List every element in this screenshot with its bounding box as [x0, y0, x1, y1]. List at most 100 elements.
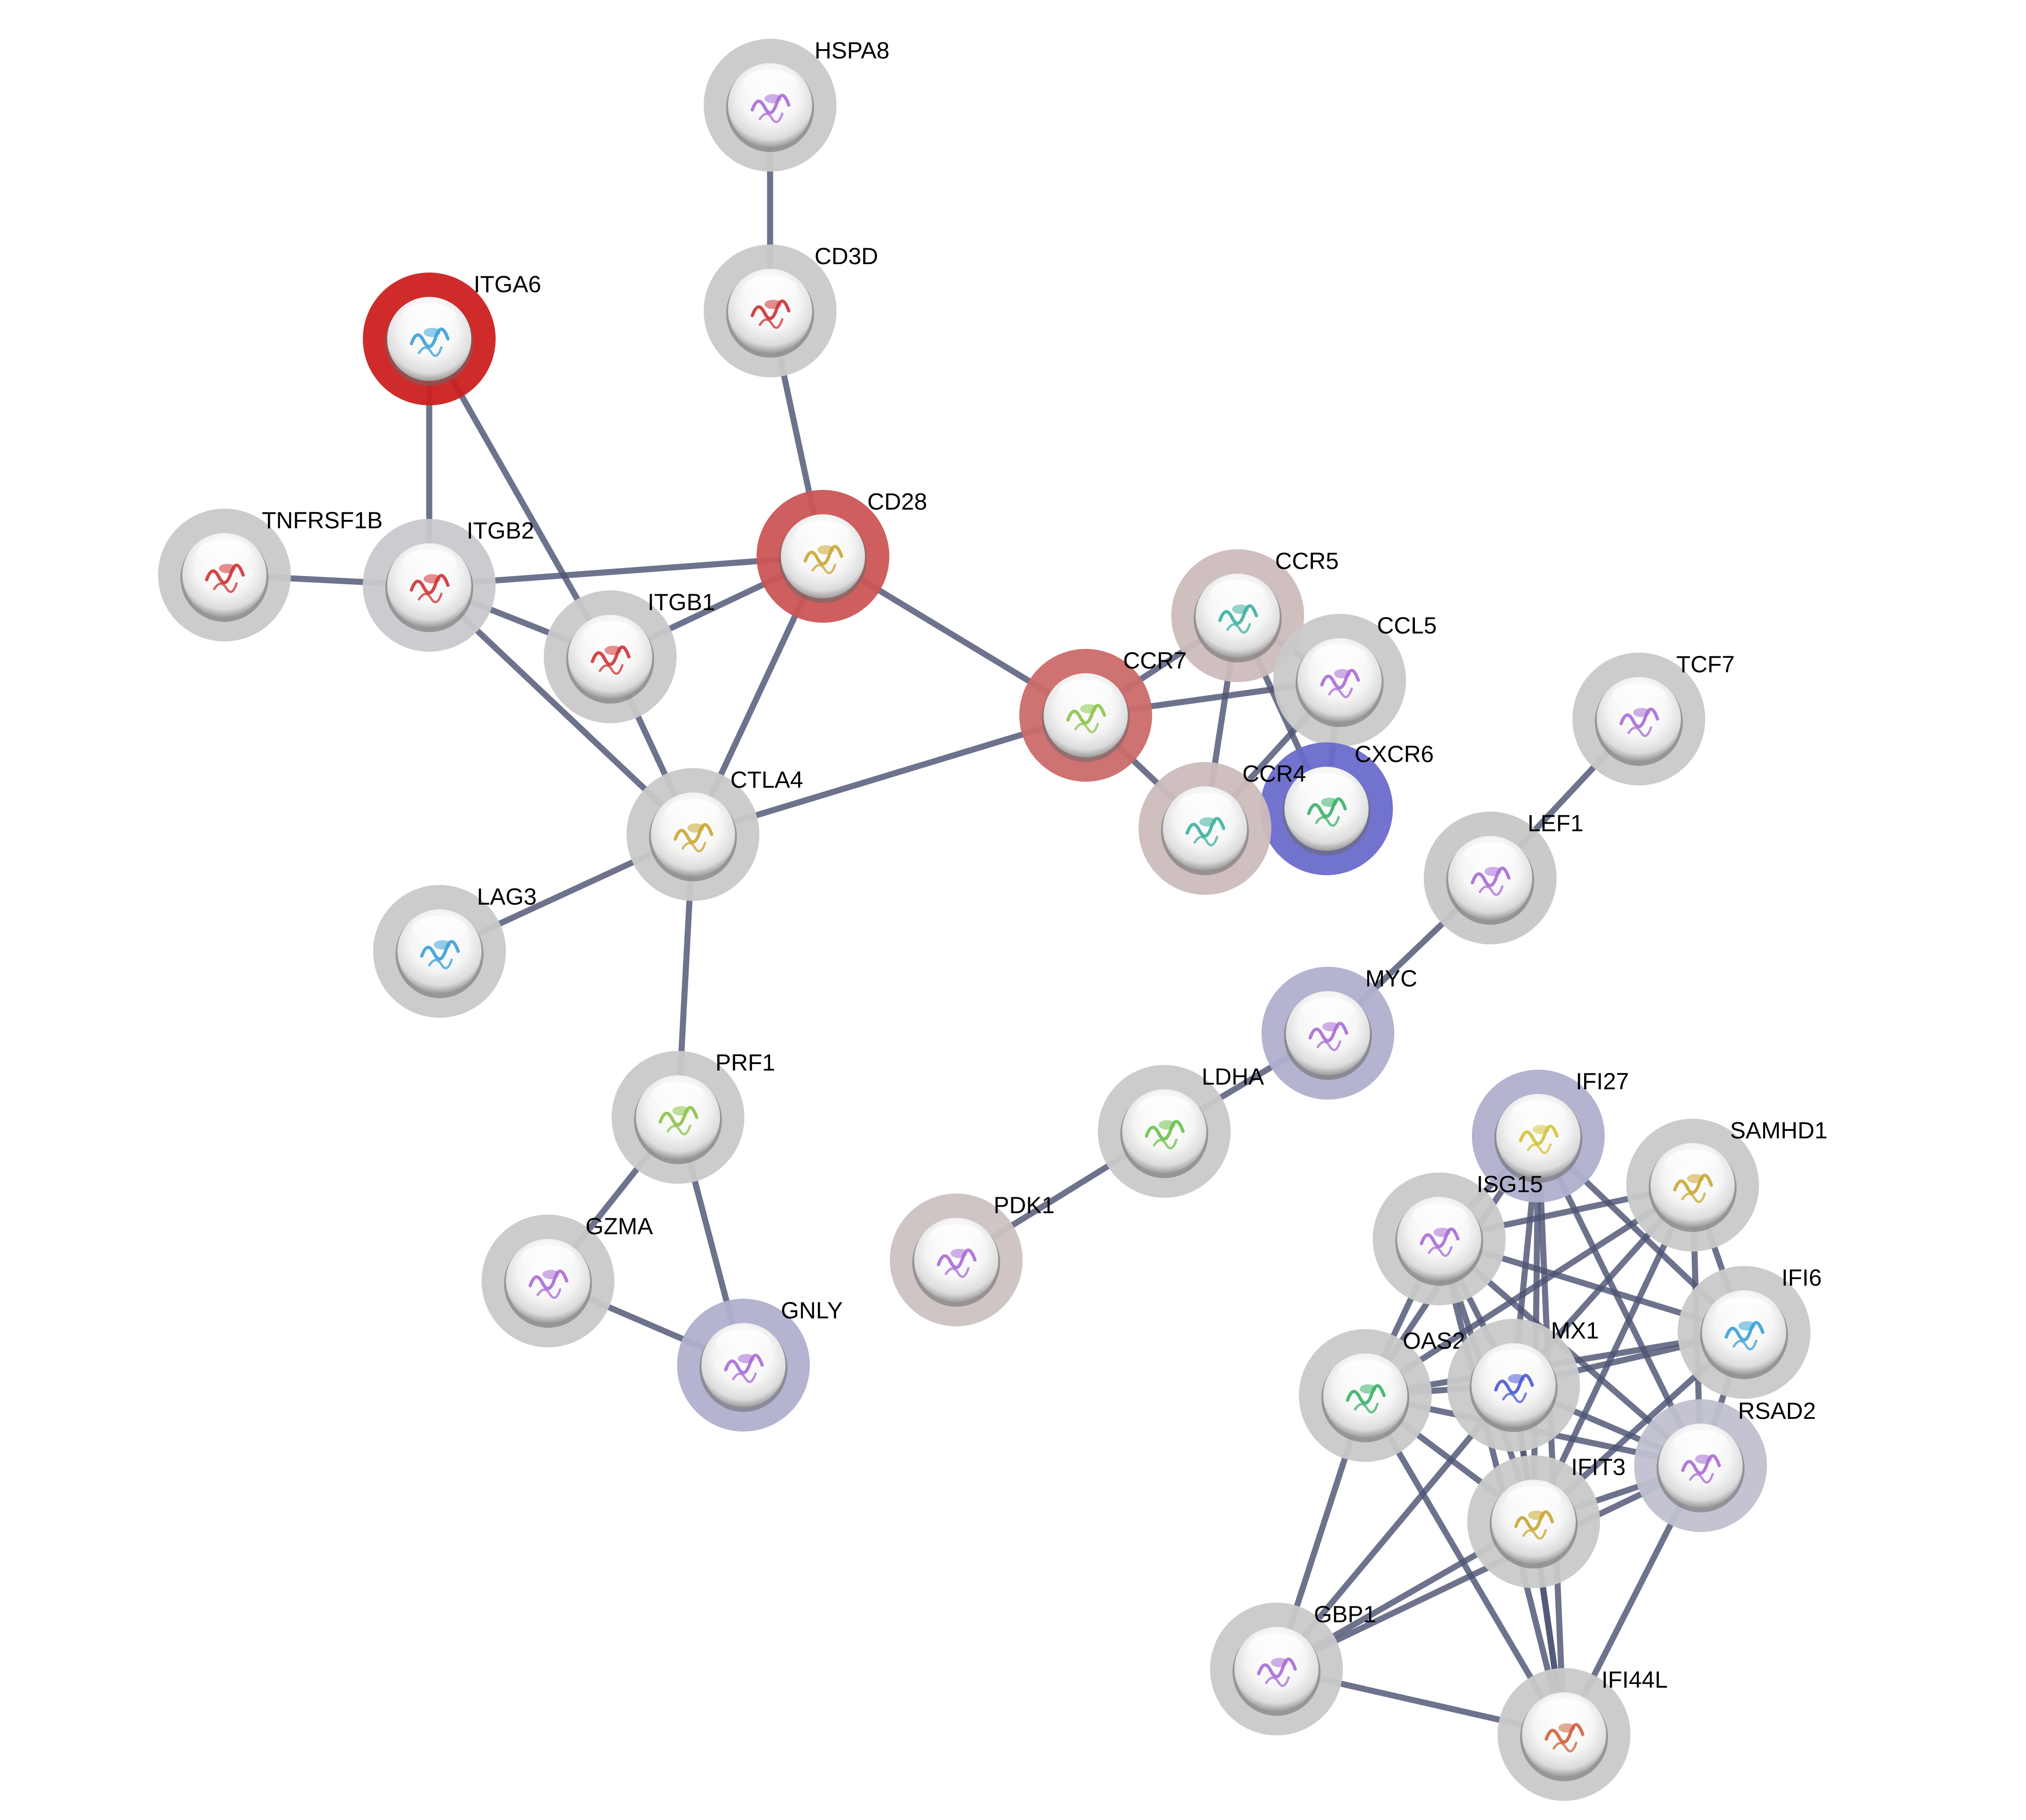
node-lef1[interactable]: LEF1: [1424, 810, 1584, 944]
protein-structure-icon: [1544, 1723, 1585, 1753]
protein-structure-icon: [1519, 1124, 1559, 1154]
node-myc[interactable]: MYC: [1262, 965, 1417, 1100]
node-prf1[interactable]: PRF1: [612, 1050, 775, 1184]
node-highlight: [583, 621, 637, 647]
protein-structure-icon: [658, 1106, 699, 1136]
node-highlight: [929, 1224, 983, 1251]
node-highlight: [1137, 1096, 1191, 1122]
node-highlight: [1612, 683, 1666, 710]
node-ifit3[interactable]: IFIT3: [1467, 1454, 1626, 1588]
protein-structure-icon: [724, 1353, 764, 1383]
node-tcf7[interactable]: TCF7: [1572, 651, 1735, 785]
protein-structure-icon: [1320, 669, 1360, 698]
node-tnfrsf1b[interactable]: TNFRSF1B: [158, 507, 382, 641]
node-highlight: [1299, 773, 1354, 799]
node-label-gnly: GNLY: [781, 1297, 843, 1324]
node-highlight: [402, 550, 456, 576]
node-gnly[interactable]: GNLY: [677, 1297, 843, 1432]
node-highlight: [412, 916, 467, 942]
node-ifi6[interactable]: IFI6: [1678, 1265, 1822, 1399]
node-label-ldha: LDHA: [1202, 1064, 1264, 1090]
node-highlight: [651, 1082, 705, 1108]
node-label-cd28: CD28: [867, 489, 927, 515]
node-itga6[interactable]: ITGA6: [363, 271, 541, 405]
protein-structure-icon: [420, 940, 460, 970]
node-label-isg15: ISG15: [1477, 1171, 1543, 1197]
node-highlight: [1412, 1203, 1466, 1230]
protein-structure-icon: [410, 327, 450, 357]
node-label-lag3: LAG3: [477, 884, 537, 910]
node-label-prf1: PRF1: [715, 1050, 775, 1076]
node-highlight: [1178, 793, 1232, 819]
node-cd3d[interactable]: CD3D: [704, 243, 878, 377]
node-label-ccl5: CCL5: [1377, 612, 1437, 639]
node-itgb2[interactable]: ITGB2: [363, 518, 534, 652]
node-highlight: [1507, 1486, 1561, 1512]
node-samhd1[interactable]: SAMHD1: [1626, 1117, 1827, 1252]
node-highlight: [1463, 842, 1517, 869]
protein-structure-icon: [1257, 1657, 1297, 1687]
node-label-itgb2: ITGB2: [467, 518, 534, 544]
node-label-tcf7: TCF7: [1676, 651, 1735, 677]
node-label-itgb1: ITGB1: [648, 589, 715, 615]
protein-structure-icon: [1619, 707, 1659, 737]
node-ctla4[interactable]: CTLA4: [627, 767, 803, 901]
protein-structure-icon: [1066, 704, 1106, 734]
node-ifi27[interactable]: IFI27: [1472, 1068, 1629, 1202]
node-highlight: [1312, 645, 1367, 671]
protein-structure-icon: [803, 545, 844, 575]
node-label-gbp1: GBP1: [1314, 1601, 1376, 1627]
node-label-hspa8: HSPA8: [815, 37, 889, 64]
protein-structure-icon: [410, 574, 450, 604]
protein-structure-icon: [528, 1269, 569, 1299]
node-highlight: [666, 799, 720, 825]
node-rsad2[interactable]: RSAD2: [1634, 1398, 1816, 1532]
node-cxcr6[interactable]: CXCR6: [1260, 741, 1434, 875]
node-ccl5[interactable]: CCL5: [1273, 612, 1437, 747]
node-pdk1[interactable]: PDK1: [890, 1192, 1055, 1326]
protein-structure-icon: [1514, 1510, 1554, 1540]
protein-structure-icon: [1494, 1374, 1534, 1403]
node-label-gzma: GZMA: [585, 1213, 653, 1239]
protein-structure-icon: [1185, 817, 1226, 847]
node-label-ifi27: IFI27: [1576, 1068, 1629, 1094]
node-lag3[interactable]: LAG3: [373, 884, 537, 1018]
node-oas2[interactable]: OAS2: [1299, 1328, 1465, 1462]
node-ccr7[interactable]: CCR7: [1019, 647, 1187, 782]
node-ldha[interactable]: LDHA: [1098, 1064, 1264, 1198]
node-label-oas2: OAS2: [1403, 1328, 1465, 1354]
protein-structure-icon: [205, 563, 245, 593]
node-gzma[interactable]: GZMA: [482, 1213, 653, 1347]
node-label-ifit3: IFIT3: [1571, 1454, 1626, 1480]
node-label-myc: MYC: [1365, 965, 1417, 992]
node-cd28[interactable]: CD28: [757, 489, 927, 623]
node-hspa8[interactable]: HSPA8: [704, 37, 889, 172]
node-label-ifi44l: IFI44L: [1601, 1667, 1668, 1693]
node-label-samhd1: SAMHD1: [1730, 1117, 1827, 1144]
node-highlight: [1717, 1297, 1771, 1323]
protein-structure-icon: [1471, 866, 1511, 896]
node-isg15[interactable]: ISG15: [1373, 1171, 1543, 1305]
node-highlight: [1211, 580, 1265, 606]
protein-structure-icon: [1673, 1173, 1713, 1203]
protein-structure-icon: [1218, 604, 1258, 634]
node-label-cxcr6: CXCR6: [1355, 741, 1434, 767]
protein-structure-icon: [937, 1248, 977, 1278]
node-ccr5[interactable]: CCR5: [1171, 548, 1339, 682]
node-ifi44l[interactable]: IFI44L: [1498, 1667, 1668, 1801]
node-highlight: [1338, 1360, 1392, 1386]
protein-structure-icon: [673, 823, 714, 853]
node-itgb1[interactable]: ITGB1: [544, 589, 715, 723]
node-highlight: [743, 70, 797, 96]
node-highlight: [743, 275, 797, 302]
node-label-ccr4: CCR4: [1242, 761, 1306, 787]
node-mx1[interactable]: MX1: [1447, 1317, 1599, 1452]
node-ccr4[interactable]: CCR4: [1139, 761, 1306, 895]
node-label-ccr5: CCR5: [1275, 548, 1339, 574]
node-highlight: [521, 1245, 575, 1272]
node-highlight: [1673, 1430, 1728, 1456]
node-gbp1[interactable]: GBP1: [1210, 1601, 1376, 1735]
node-highlight: [1249, 1633, 1304, 1660]
